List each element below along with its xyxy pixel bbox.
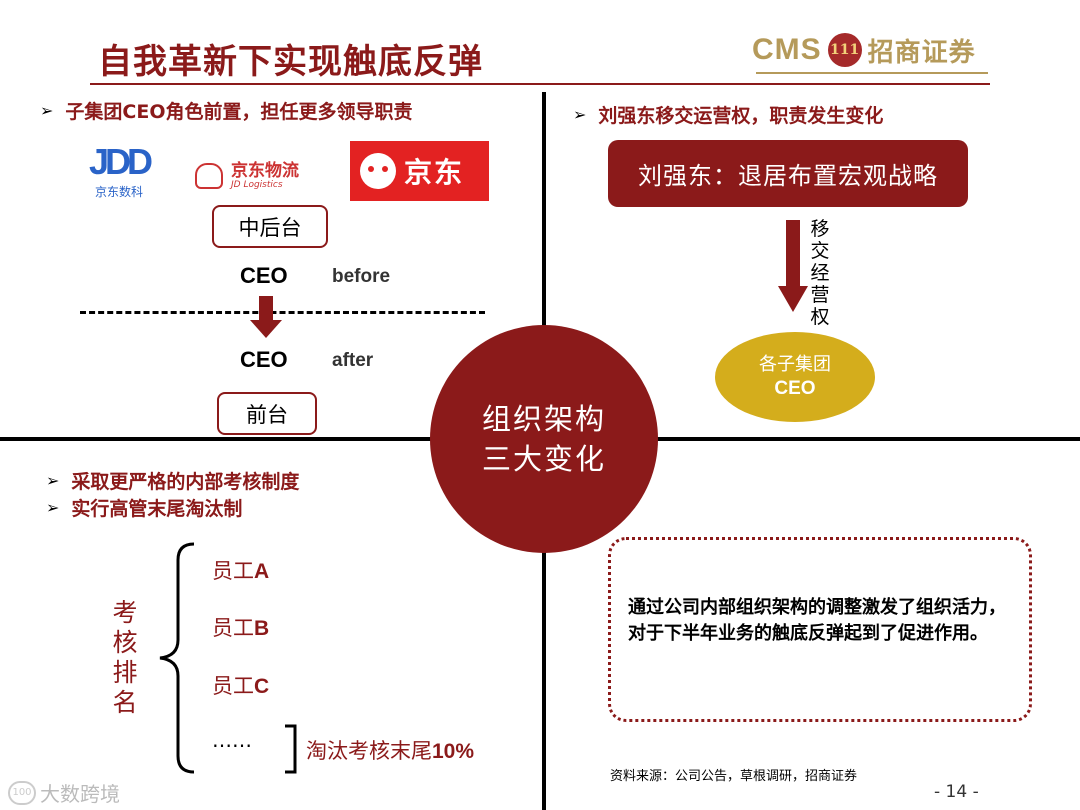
logistics-dog-icon	[195, 163, 223, 189]
exam-char: 核	[112, 628, 138, 657]
bullet-text: 刘强东移交运营权，职责发生变化	[598, 105, 884, 127]
subgroup-ceo-oval: 各子集团 CEO	[715, 332, 875, 422]
jd-logistics-logo: 京东物流 JD Logistics	[195, 162, 299, 190]
staff-letter: A	[254, 560, 270, 583]
handover-label: 移 交 经 营 权	[808, 218, 832, 328]
oval-line-2: CEO	[774, 378, 816, 399]
before-label: before	[332, 266, 391, 287]
jd-logo-text: 京东	[404, 156, 465, 189]
conclusion-text: 通过公司内部组织架构的调整激发了组织活力，对于下半年业务的触底反弹起到了促进作用…	[628, 597, 1006, 644]
page-title: 自我革新下实现触底反弹	[98, 42, 483, 82]
jd-dog-icon	[360, 153, 396, 189]
handover-char: 交	[810, 240, 830, 262]
cms-logo: CMS 111 招商证券	[752, 30, 976, 70]
front-office-box: 前台	[217, 392, 317, 435]
jdd-logo-text: 京东数科	[94, 185, 143, 199]
handover-char: 移	[810, 218, 830, 240]
elimination-label: 淘汰考核末尾10%	[306, 735, 474, 765]
bullet-arrow-icon: ➢	[46, 498, 60, 517]
jdd-logo-mark: JDD	[88, 141, 153, 182]
conclusion-box	[608, 537, 1032, 722]
after-label: after	[332, 350, 374, 371]
jd-digits-logo: JDD 京东数科	[84, 143, 154, 200]
bullet-liu-handover: ➢ 刘强东移交运营权，职责发生变化	[573, 101, 883, 128]
ellipsis: ……	[212, 728, 252, 752]
bullet-text: 采取更严格的内部考核制度	[71, 471, 300, 493]
bullet-subgroup-ceo: ➢ 子集团CEO角色前置，担任更多领导职责	[40, 97, 412, 124]
staff-prefix: 员工	[212, 616, 254, 640]
staff-prefix: 员工	[212, 559, 254, 583]
exam-char: 排	[112, 658, 138, 687]
oval-line-1: 各子集团	[759, 354, 831, 375]
source-note: 资料来源：公司公告，草根调研，招商证券	[610, 769, 858, 784]
logo-company-name: 招商证券	[867, 37, 976, 68]
down-arrow-icon	[250, 296, 282, 338]
logistics-subtitle: JD Logistics	[231, 180, 283, 190]
handover-arrow-icon	[778, 220, 808, 312]
staff-letter: C	[254, 675, 270, 698]
exam-char: 名	[112, 688, 138, 717]
ceo-after-label: CEO	[240, 347, 288, 372]
bullet-assessment: ➢ 采取更严格的内部考核制度	[46, 467, 299, 494]
watermark-text: 大数跨境	[40, 782, 120, 806]
logo-underline	[756, 72, 988, 74]
bullet-arrow-icon: ➢	[40, 101, 54, 120]
staff-item: 员工C	[212, 670, 269, 700]
bullet-elimination: ➢ 实行高管末尾淘汰制	[46, 494, 242, 521]
handover-char: 权	[810, 306, 830, 328]
center-line-1: 组织架构	[481, 402, 606, 436]
handover-char: 经	[810, 262, 830, 284]
page-number: - 14 -	[934, 782, 979, 802]
staff-item: 员工B	[212, 612, 269, 642]
center-line-2: 三大变化	[481, 442, 606, 476]
liu-strategy-box: 刘强东：退居布置宏观战略	[608, 140, 968, 207]
middle-back-office-box: 中后台	[212, 205, 328, 248]
elimination-text: 淘汰考核末尾	[306, 739, 432, 763]
assessment-ranking-label: 考 核 排 名	[112, 598, 138, 718]
elimination-percent: 10%	[432, 740, 475, 763]
logistics-name: 京东物流	[231, 161, 299, 181]
staff-prefix: 员工	[212, 674, 254, 698]
staff-letter: B	[254, 617, 270, 640]
logo-cms-text: CMS	[752, 33, 822, 66]
bullet-arrow-icon: ➢	[573, 105, 587, 124]
bullet-text: 子集团CEO角色前置，担任更多领导职责	[65, 101, 413, 123]
dashed-divider	[80, 311, 485, 314]
staff-item: 员工A	[212, 555, 269, 585]
small-bracket-icon	[285, 724, 297, 774]
watermark-icon: 100	[8, 780, 36, 805]
watermark: 100 大数跨境	[8, 778, 120, 807]
bullet-text: 实行高管末尾淘汰制	[71, 498, 243, 520]
logo-emblem-icon: 111	[827, 33, 862, 67]
curly-brace-icon	[159, 542, 195, 774]
exam-char: 考	[112, 598, 138, 627]
jd-logo: 京东	[350, 141, 489, 201]
center-circle: 组织架构 三大变化	[430, 325, 658, 553]
handover-char: 营	[810, 284, 830, 306]
ceo-before-label: CEO	[240, 263, 288, 288]
header-divider	[90, 83, 990, 85]
bullet-arrow-icon: ➢	[46, 471, 60, 490]
